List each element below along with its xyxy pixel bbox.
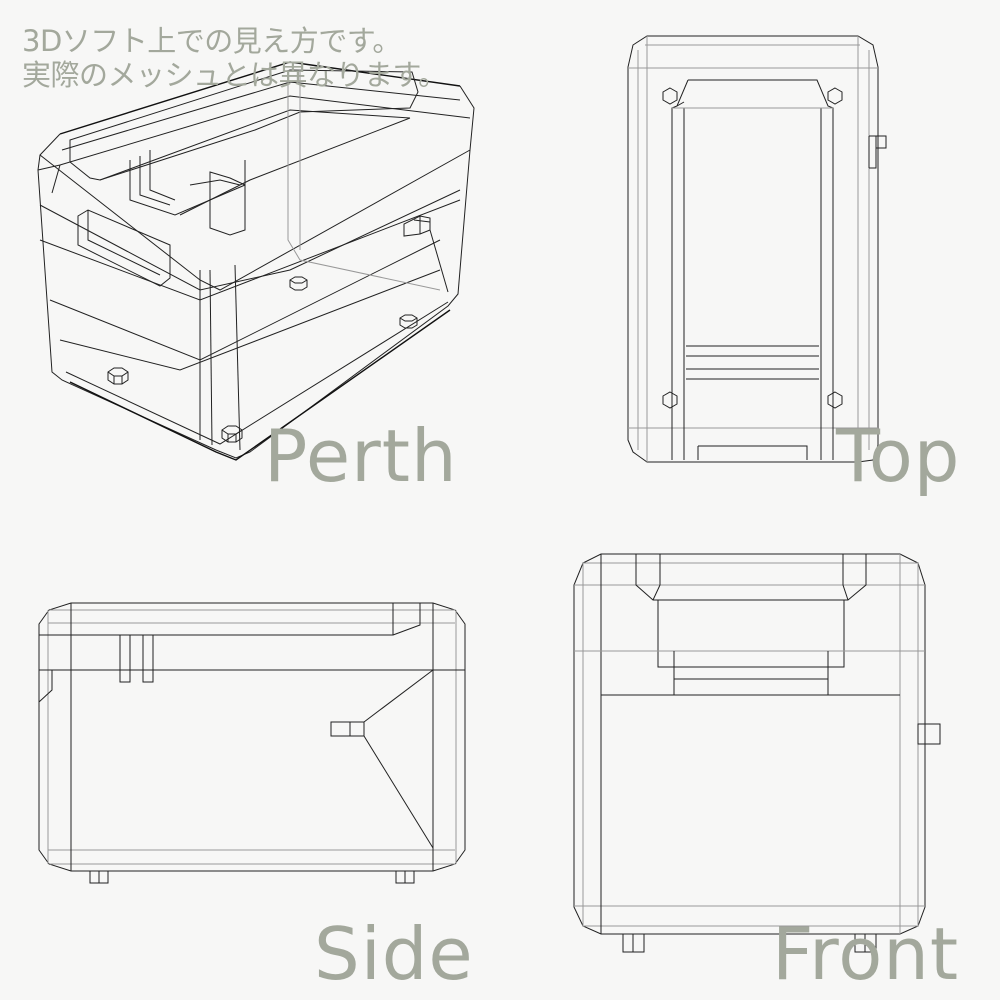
side-view-label: Side (314, 912, 474, 996)
disclaimer-line-2: 実際のメッシュとは異なります。 (22, 58, 447, 92)
top-view-label: Top (836, 414, 961, 498)
perspective-view-label: Perth (264, 414, 458, 498)
disclaimer-line-1: 3Dソフト上での見え方です。 (22, 24, 401, 58)
front-view-label: Front (772, 912, 960, 996)
disclaimer-note: 3Dソフト上での見え方です。 実際のメッシュとは異なります。 (22, 24, 447, 92)
